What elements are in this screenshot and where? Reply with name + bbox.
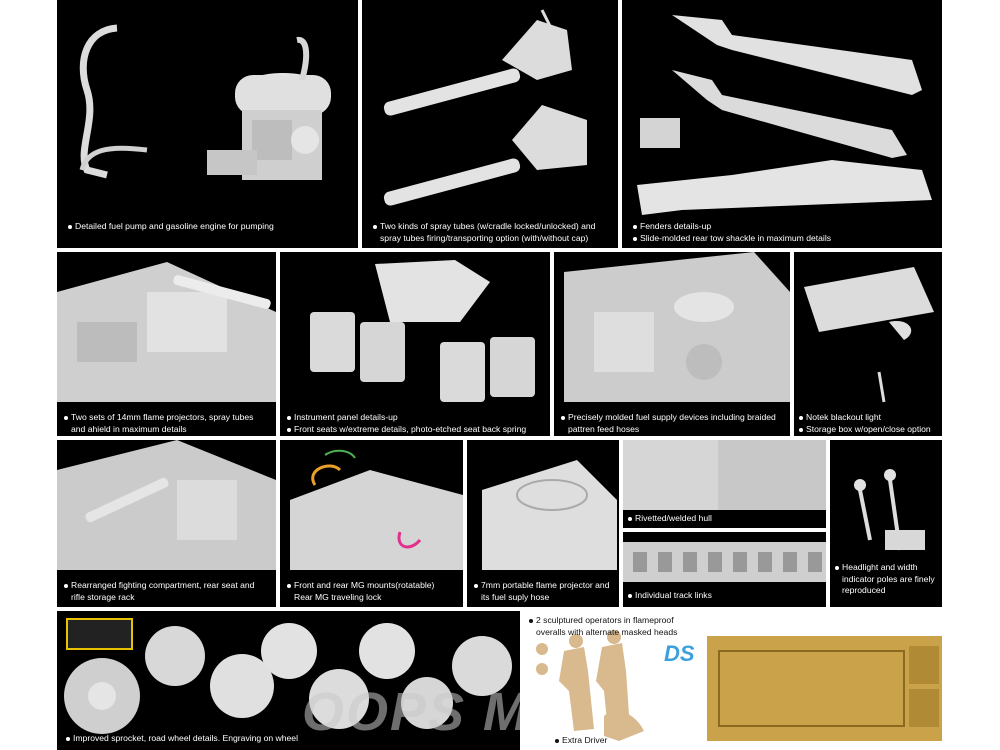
caption-line: Extra Driver xyxy=(554,735,607,747)
fighting-caption: Rearranged fighting compartment, rear se… xyxy=(63,580,254,603)
caption-line: Notek blackout light xyxy=(798,412,931,424)
caption-line: its fuel suply hose xyxy=(481,591,550,602)
caption-line: Front seats w/extreme details, photo-etc… xyxy=(286,424,526,436)
caption-line: Slide-molded rear tow shackle in maximum… xyxy=(632,233,831,245)
headlight-illustration xyxy=(854,469,925,551)
headlight-caption: Headlight and width indicator poles are … xyxy=(834,562,935,597)
notek-caption: Notek blackout light Storage box w/open/… xyxy=(798,412,931,435)
spray-tubes-illustration xyxy=(383,9,587,206)
panel-operators: 2 sculptured operators in flameproof ove… xyxy=(524,611,942,750)
panel-hull: Rivetted/welded hull xyxy=(623,440,826,528)
tracks-illustration xyxy=(623,542,826,582)
caption-line: Two kinds of spray tubes (w/cradle locke… xyxy=(372,221,595,233)
caption-line: reproduced xyxy=(842,585,886,595)
panel-fuel-supply: Precisely molded fuel supply devices inc… xyxy=(554,252,790,436)
operators-caption: 2 sculptured operators in flameproof ove… xyxy=(528,615,677,638)
caption-line: 2 sculptured operators in flameproof xyxy=(528,615,677,627)
panel-portable: 7mm portable flame projector and its fue… xyxy=(467,440,619,607)
panel-spray-tubes: Two kinds of spray tubes (w/cradle locke… xyxy=(362,0,618,248)
caption-line: pattren feed hoses xyxy=(568,423,640,434)
mg-mounts-illustration xyxy=(290,449,463,570)
tracks-caption: Individual track links xyxy=(627,590,712,602)
caption-line: Instrument panel details-up xyxy=(286,412,526,424)
fuel-supply-illustration xyxy=(564,252,790,402)
caption-line: Detailed fuel pump and gasoline engine f… xyxy=(67,221,274,233)
panel-notek: Notek blackout light Storage box w/open/… xyxy=(794,252,942,436)
panel-headlight: Headlight and width indicator poles are … xyxy=(830,440,942,607)
wheels-caption: Improved sprocket, road wheel details. E… xyxy=(65,733,298,745)
caption-line: Rivetted/welded hull xyxy=(627,513,712,525)
projectors-illustration xyxy=(57,262,276,402)
fighting-illustration xyxy=(57,440,276,570)
caption-line: and ahield in maximum details xyxy=(71,423,187,434)
fuel-supply-caption: Precisely molded fuel supply devices inc… xyxy=(560,412,776,435)
portable-illustration xyxy=(482,460,617,570)
fenders-caption: Fenders details-up Slide-molded rear tow… xyxy=(632,221,831,244)
notek-illustration xyxy=(804,267,934,403)
spray-tubes-caption: Two kinds of spray tubes (w/cradle locke… xyxy=(372,221,595,244)
portable-caption: 7mm portable flame projector and its fue… xyxy=(473,580,610,603)
panel-fighting: Rearranged fighting compartment, rear se… xyxy=(57,440,276,607)
engine-illustration xyxy=(79,24,331,180)
caption-line: rifle storage rack xyxy=(71,591,135,602)
caption-line: spray tubes firing/transporting option (… xyxy=(380,232,589,243)
caption-line: Improved sprocket, road wheel details. E… xyxy=(65,733,298,745)
operators-illustration xyxy=(536,630,942,741)
watermark: OOPS MO xyxy=(302,682,520,742)
caption-line: Front and rear MG mounts(rotatable) xyxy=(286,580,434,592)
panel-mg-mounts: Front and rear MG mounts(rotatable) Rear… xyxy=(280,440,463,607)
panel-projectors: Two sets of 14mm flame projectors, spray… xyxy=(57,252,276,436)
panel-wheels: OOPS MO Improved sprocket, road wheel de… xyxy=(57,611,520,750)
engine-caption: Detailed fuel pump and gasoline engine f… xyxy=(67,221,274,233)
caption-line: Rearranged fighting compartment, rear se… xyxy=(63,580,254,592)
panel-instrument: Instrument panel details-up Front seats … xyxy=(280,252,550,436)
hull-caption: Rivetted/welded hull xyxy=(627,513,712,525)
caption-line: Fenders details-up xyxy=(632,221,831,233)
instrument-illustration xyxy=(310,260,535,402)
mg-mounts-caption: Front and rear MG mounts(rotatable) Rear… xyxy=(286,580,434,603)
instrument-caption: Instrument panel details-up Front seats … xyxy=(286,412,526,435)
caption-line: Precisely molded fuel supply devices inc… xyxy=(560,412,776,424)
caption-line: Two sets of 14mm flame projectors, spray… xyxy=(63,412,253,424)
caption-line: overalls with alternate masked heads xyxy=(536,626,678,637)
caption-line: Individual track links xyxy=(627,590,712,602)
projectors-caption: Two sets of 14mm flame projectors, spray… xyxy=(63,412,253,435)
fenders-illustration xyxy=(637,15,932,215)
hull-illustration xyxy=(623,440,826,510)
panel-tracks: Individual track links xyxy=(623,532,826,607)
caption-line: Rear MG traveling lock xyxy=(294,591,382,602)
panel-fenders: Fenders details-up Slide-molded rear tow… xyxy=(622,0,942,248)
caption-line: Storage box w/open/close option xyxy=(798,424,931,436)
ds-logo: DS xyxy=(664,641,695,666)
caption-line: 7mm portable flame projector and xyxy=(473,580,610,592)
caption-line: Headlight and width xyxy=(834,562,935,574)
panel-engine: Detailed fuel pump and gasoline engine f… xyxy=(57,0,358,248)
caption-line: indicator poles are finely xyxy=(842,573,935,584)
extra-driver-caption: Extra Driver xyxy=(554,735,607,747)
wheels-illustration xyxy=(64,618,512,734)
